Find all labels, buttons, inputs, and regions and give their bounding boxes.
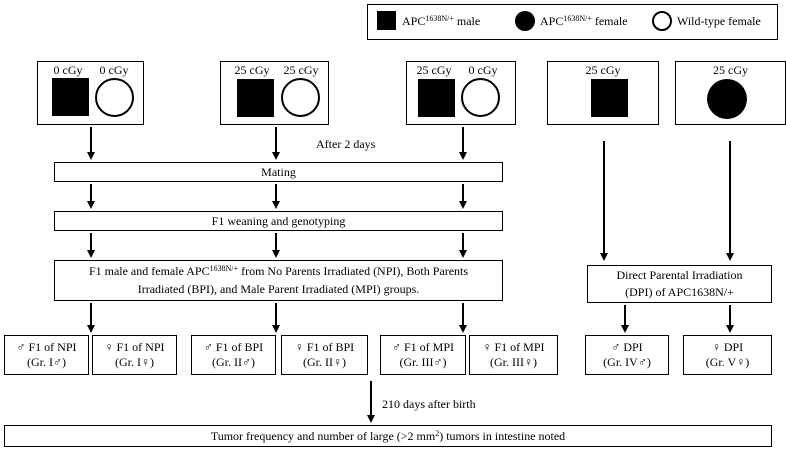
final-sup: 2: [435, 429, 440, 438]
bpi-female-circle: [281, 78, 320, 117]
group-box-bpi-female: ♀ F1 of BPI(Gr. II♀): [281, 335, 368, 375]
days-after-birth-label: 210 days after birth: [382, 397, 476, 411]
legend-male-sup: 1638N/+: [425, 14, 454, 23]
f1-line2: Irradiated (BPI), and Male Parent Irradi…: [137, 282, 420, 296]
legend-female-sup: 1638N/+: [563, 14, 592, 23]
f1-line1-a: F1 male and female APC: [88, 264, 210, 278]
group-bpi-male-line1: ♂ F1 of BPI: [203, 340, 264, 354]
legend-box: [367, 4, 778, 40]
mpi-female-circle: [461, 78, 500, 117]
legend-female-label: APC1638N/+ female: [540, 14, 628, 28]
legend-male-suffix: male: [453, 14, 481, 28]
group-dpi-male-line2: (Gr. IV♂): [603, 355, 651, 369]
mating-label: Mating: [261, 165, 296, 179]
final-a: Tumor frequency and number of large (>2 …: [210, 429, 436, 443]
f1-line1-sup: 1638N/+: [209, 264, 239, 273]
group-bpi-female-line1: ♀ F1 of BPI: [294, 340, 355, 354]
group-box-dpi-male: ♂ DPI(Gr. IV♂): [585, 335, 669, 375]
group-mpi-female-line2: (Gr. III♀): [490, 355, 537, 369]
group-mpi-female-line1: ♀ F1 of MPI: [482, 340, 545, 354]
group-mpi-male-line1: ♂ F1 of MPI: [391, 340, 454, 354]
mpi-male-dose: 25 cGy: [416, 63, 452, 77]
dpi-female-circle: [707, 79, 747, 119]
dpi-description-box: [587, 265, 772, 303]
dpi-male-square: [591, 79, 628, 117]
dpi-line1: Direct Parental Irradiation: [616, 268, 743, 282]
dpi-line2: (DPI) of APC1638N/+: [625, 285, 734, 299]
group-box-mpi-female: ♀ F1 of MPI(Gr. III♀): [469, 335, 558, 375]
legend-male-label: APC1638N/+ male: [402, 14, 480, 28]
group-dpi-female-line1: ♀ DPI: [711, 340, 744, 354]
group-box-mpi-male: ♂ F1 of MPI(Gr. III♂): [380, 335, 466, 375]
group-npi-female-line2: (Gr. I♀): [115, 355, 154, 369]
legend-wildtype-label: Wild-type female: [677, 14, 761, 28]
legend-female-prefix: APC: [540, 14, 564, 28]
legend-female-circle: [515, 11, 535, 31]
f1-line1-b: from No Parents Irradiated (NPI), Both P…: [238, 264, 469, 278]
f1-line1: F1 male and female APC1638N/+ from No Pa…: [54, 264, 503, 278]
dpi-male-dose: 25 cGy: [585, 63, 621, 77]
mpi-male-square: [418, 79, 455, 117]
dpi-female-dose: 25 cGy: [713, 63, 748, 77]
weaning-label: F1 weaning and genotyping: [211, 214, 346, 228]
legend-male-prefix: APC: [402, 14, 426, 28]
weaning-box: [54, 211, 503, 231]
group-box-dpi-female: ♀ DPI(Gr. V♀): [683, 335, 772, 375]
mating-box: [54, 162, 503, 182]
after-days-label: After 2 days: [316, 137, 376, 151]
group-box-npi-male: ♂ F1 of NPI(Gr. I♂): [4, 335, 89, 375]
group-npi-female-line1: ♀ F1 of NPI: [104, 340, 165, 354]
group-dpi-female-line2: (Gr. V♀): [705, 355, 750, 369]
group-bpi-female-line2: (Gr. II♀): [303, 355, 346, 369]
npi-female-dose: 0 cGy: [99, 63, 129, 77]
group-mpi-male-line2: (Gr. III♂): [399, 355, 447, 369]
group-npi-male-line1: ♂ F1 of NPI: [16, 340, 77, 354]
f1-description-box: [54, 260, 503, 301]
legend-wildtype-circle: [652, 11, 672, 31]
group-dpi-male-line1: ♂ DPI: [611, 340, 643, 354]
group-box-npi-female: ♀ F1 of NPI(Gr. I♀): [92, 335, 177, 375]
final-outcome-box: [4, 425, 772, 447]
group-bpi-male-line2: (Gr. II♂): [212, 355, 255, 369]
npi-male-square: [52, 78, 89, 116]
npi-female-circle: [95, 78, 134, 117]
final-outcome-label: Tumor frequency and number of large (>2 …: [4, 429, 772, 443]
group-npi-male-line2: (Gr. I♂): [27, 355, 66, 369]
final-b: ) tumors in intestine noted: [439, 429, 566, 443]
bpi-male-dose: 25 cGy: [234, 63, 270, 77]
npi-male-dose: 0 cGy: [53, 63, 83, 77]
legend-female-suffix: female: [591, 14, 628, 28]
mpi-female-dose: 0 cGy: [468, 63, 498, 77]
bpi-male-square: [237, 79, 274, 117]
group-box-bpi-male: ♂ F1 of BPI(Gr. II♂): [191, 335, 276, 375]
bpi-female-dose: 25 cGy: [283, 63, 319, 77]
legend-male-square: [377, 11, 396, 30]
